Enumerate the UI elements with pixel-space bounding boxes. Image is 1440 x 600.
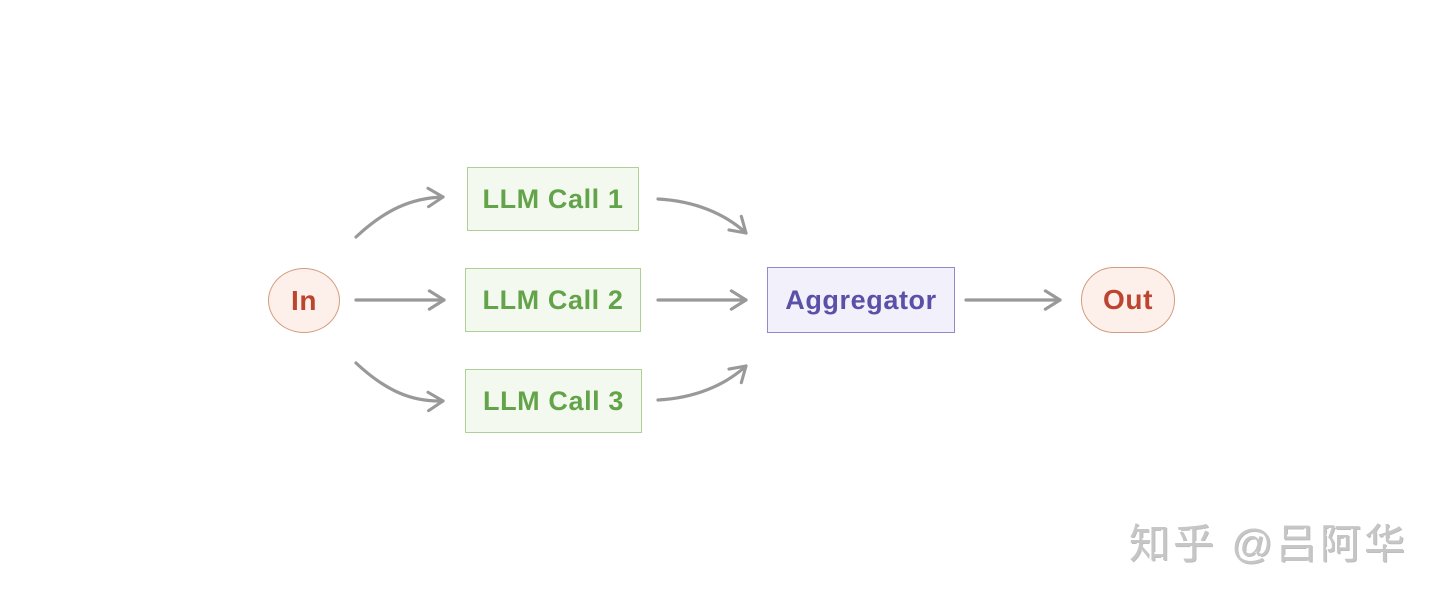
arrow-in-to-llm-call-1 <box>354 186 445 239</box>
node-llm-call-1-label: LLM Call 1 <box>482 183 624 214</box>
node-out: Out <box>1081 267 1175 333</box>
arrow-in-to-llm-call-3 <box>354 361 445 413</box>
node-llm-call-1: LLM Call 1 <box>467 167 639 231</box>
node-llm-call-2: LLM Call 2 <box>465 268 641 332</box>
node-llm-call-3: LLM Call 3 <box>465 369 642 433</box>
node-llm-call-2-label: LLM Call 2 <box>482 284 624 315</box>
arrow-llm-call-3-to-aggregator <box>656 364 748 402</box>
node-llm-call-3-label: LLM Call 3 <box>482 385 624 416</box>
node-aggregator-label: Aggregator <box>785 284 937 315</box>
node-in-label: In <box>290 284 318 316</box>
node-aggregator: Aggregator <box>767 267 955 333</box>
node-out-label: Out <box>1102 284 1153 315</box>
node-in: In <box>268 268 340 333</box>
arrow-llm-call-1-to-aggregator <box>656 197 748 235</box>
zhihu-watermark: 知乎 @吕阿华 <box>1128 521 1408 567</box>
